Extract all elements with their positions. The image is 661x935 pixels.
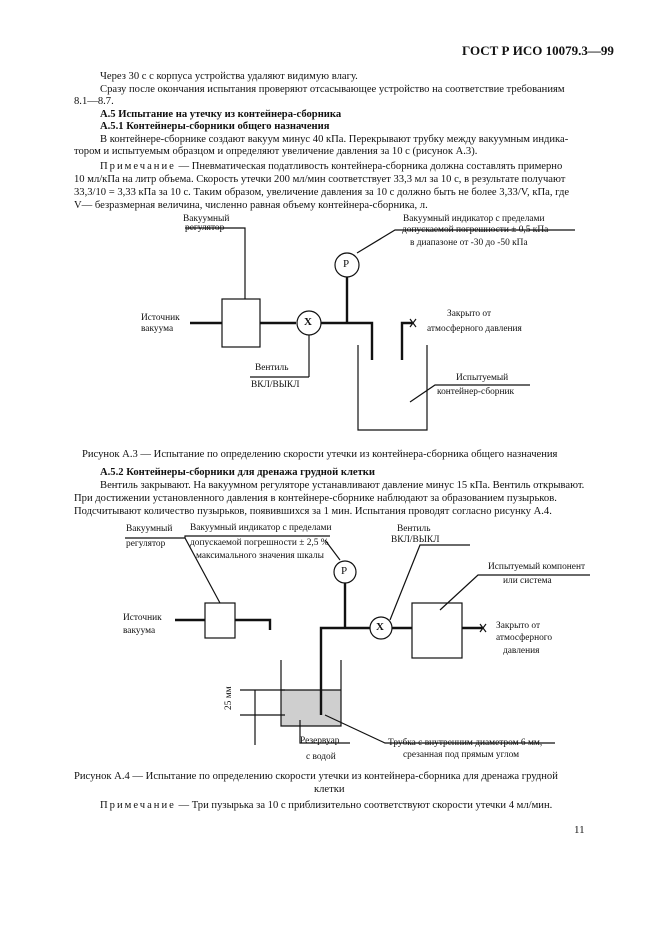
- a3-regulator-label-1: Вакуумный: [183, 214, 230, 224]
- a4-tube-leader: [324, 714, 555, 744]
- a3-outlet-tube: [400, 321, 412, 360]
- note-1-line2: 10 мл/кПа на литр объема. Скорость утечк…: [74, 174, 566, 185]
- a4-regulator-label-1: Вакуумный: [126, 524, 173, 534]
- a4-regulator-label-2: регулятор: [126, 539, 166, 549]
- a4-component-box: [411, 602, 463, 659]
- a3-source-label-1: Источник: [141, 313, 180, 323]
- paragraph-a52-line1: Вентиль закрывают. На вакуумном регулято…: [100, 480, 585, 491]
- a3-indicator-label-2: допускаемой погрешности ± 0,5 кПа: [402, 225, 549, 235]
- a4-reservoir-label-2: с водой: [306, 752, 336, 762]
- a4-reservoir: [280, 660, 342, 727]
- a3-inlet-tube: [347, 321, 374, 360]
- a4-gauge-symbol: P: [341, 565, 348, 577]
- a4-source-label-1: Источник: [123, 613, 162, 623]
- a3-gauge-leader: [356, 229, 575, 254]
- a4-closed-label-2: атмосферного: [496, 633, 553, 643]
- a3-valve-label-2: ВКЛ/ВЫКЛ: [251, 380, 300, 390]
- a3-source-label-2: вакуума: [141, 324, 174, 334]
- paragraph-vacuum-line2: тором и испытуемым образцом и определяют…: [74, 146, 478, 157]
- a4-reservoir-label-1: Резервуар: [300, 736, 340, 746]
- a4-valve-label-2: ВКЛ/ВЫКЛ: [391, 535, 440, 545]
- a3-container-label-2: контейнер-сборник: [437, 387, 515, 397]
- a4-depth-label: 25 мм: [224, 686, 234, 710]
- a4-valve-symbol: X: [376, 621, 384, 633]
- a3-container-leader: [409, 384, 530, 403]
- a4-closed-label-3: давления: [503, 646, 540, 656]
- a4-valve-leader: [389, 544, 470, 621]
- a4-closed-mark-2: [479, 623, 487, 633]
- heading-a5: А.5 Испытание на утечку из контейнера-сб…: [100, 109, 342, 120]
- note-1-line3: 33,3/10 = 3,33 кПа за 10 с. Таким образо…: [74, 187, 570, 198]
- note-2-text: — Три пузырька за 10 с приблизительно со…: [175, 800, 553, 811]
- a4-component-leader: [439, 574, 590, 611]
- paragraph-vacuum-line1: В контейнере-сборнике создают вакуум мин…: [100, 134, 569, 145]
- paragraph-check-line2: 8.1—8.7.: [74, 96, 114, 107]
- caption-figure-a3: Рисунок А.3 — Испытание по определению с…: [82, 449, 558, 460]
- a4-indicator-underline: [184, 535, 330, 538]
- a4-regulator-box: [204, 602, 236, 639]
- a4-pipe-to-valve: [319, 626, 370, 660]
- a4-tube-label-2: срезанная под прямым углом: [403, 750, 520, 760]
- note-1-line4: V— безразмерная величина, численно равна…: [74, 200, 428, 211]
- note-1-line1: Примечание — Пневматическая податливость…: [100, 160, 562, 173]
- page-number: 11: [574, 824, 585, 836]
- a3-container-label-1: Испытуемый: [456, 373, 509, 383]
- a4-source-label-2: вакуума: [123, 626, 156, 636]
- heading-a52: А.5.2 Контейнеры-сборники для дренажа гр…: [100, 467, 376, 478]
- a3-gauge-symbol: P: [343, 258, 350, 270]
- a4-indicator-label-1: Вакуумный индикатор с пределами: [190, 523, 332, 533]
- paragraph-a52-line3: Подсчитывают количество пузырьков, появи…: [74, 506, 552, 517]
- a4-component-label-1: Испытуемый компонент: [488, 562, 586, 572]
- a3-regulator-leader: [185, 227, 246, 299]
- a3-indicator-label-3: в диапазоне от -30 до -50 кПа: [410, 238, 528, 248]
- a3-valve-label-1: Вентиль: [255, 363, 289, 373]
- a4-indicator-label-2: допускаемой погрешности ± 2,5 %: [190, 538, 329, 548]
- heading-a51: А.5.1 Контейнеры-сборники общего назначе…: [100, 121, 330, 132]
- a3-container: [357, 345, 428, 431]
- a4-pipe-down: [235, 618, 272, 630]
- paragraph-moisture: Через 30 с с корпуса устройства удаляют …: [100, 71, 358, 82]
- note-text: — Пневматическая податливость контейнера…: [175, 161, 563, 172]
- a3-closed-label-2: атмосферного давления: [427, 324, 522, 334]
- a4-component-label-2: или система: [503, 576, 552, 586]
- a4-water-fill: [281, 690, 341, 726]
- a3-closed-mark-2: [409, 318, 417, 328]
- note-2-label: Примечание: [100, 800, 176, 811]
- standard-header: ГОСТ Р ИСО 10079.3—99: [462, 43, 614, 58]
- a3-regulator-label-2: регулятор: [185, 223, 225, 233]
- a3-closed-label-1: Закрыто от: [447, 309, 492, 319]
- paragraph-a52-line2: При достижении установленного давления в…: [74, 493, 557, 504]
- caption-figure-a4-line1: Рисунок А.4 — Испытание по определению с…: [74, 771, 558, 782]
- note-label: Примечание: [100, 161, 176, 172]
- a4-tube-label-1: Трубка с внутренним диаметром 6 мм,: [388, 738, 543, 748]
- a4-valve-label-1: Вентиль: [397, 524, 431, 534]
- a4-indicator-leader: [324, 539, 341, 561]
- a3-valve-symbol: X: [304, 316, 312, 328]
- caption-figure-a4-line2: клетки: [314, 784, 345, 795]
- paragraph-check-line1: Сразу после окончания испытания проверяю…: [100, 84, 565, 95]
- a4-indicator-label-3: максимального значения шкалы: [196, 551, 324, 561]
- a3-indicator-label-1: Вакуумный индикатор с пределами: [403, 214, 545, 224]
- a4-closed-label-1: Закрыто от: [496, 621, 541, 631]
- note-2: Примечание — Три пузырька за 10 с прибли…: [100, 799, 552, 812]
- a4-reservoir-leader: [299, 720, 350, 744]
